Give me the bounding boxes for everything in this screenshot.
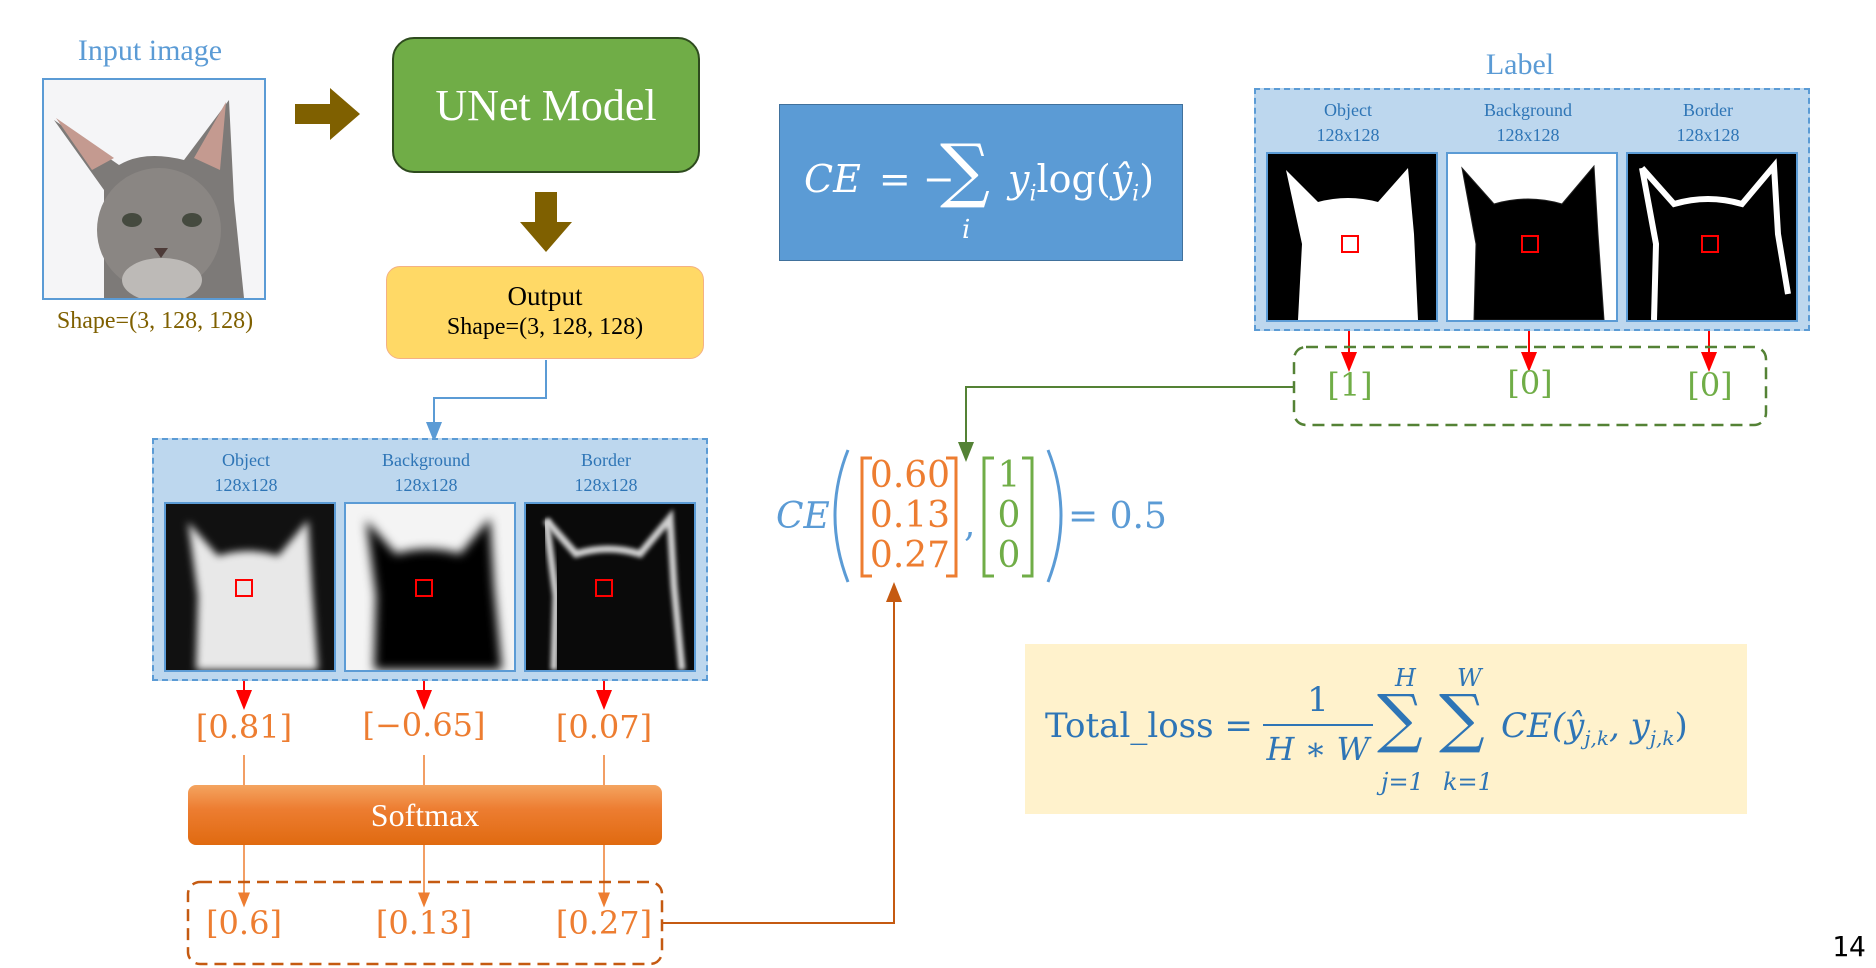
ce-example-comma: , (964, 504, 976, 545)
input-cat-image (42, 78, 266, 300)
ce-pred-2: 0.27 (869, 535, 951, 576)
pred-channel-object-size: 128x128 (214, 475, 278, 495)
ce-formula-yhat: ŷ (1110, 157, 1133, 201)
ce-formula-y-sub: i (1029, 181, 1037, 207)
output-shape: Shape=(3, 128, 128) (446, 314, 644, 340)
prob-object: [0.6] (206, 904, 282, 942)
page-number: 14 (1832, 930, 1866, 963)
pred-object-map (164, 502, 336, 672)
ce-target-2: 0 (997, 535, 1021, 576)
label-channel-border-size: 128x128 (1676, 125, 1740, 145)
pred-channel-border-size: 128x128 (574, 475, 638, 495)
ce-example-pred-vector: 0.60 0.13 0.27 (868, 456, 952, 576)
label-panel: Object 128x128 Background 128x128 Border… (1254, 88, 1810, 331)
sum2-bot: k=1 (1443, 768, 1493, 796)
pred-right-bracket (946, 456, 958, 578)
total-loss-rhs-sub1: j,k (1584, 725, 1609, 750)
total-loss-box: Total_loss = 1 H ∗ W H ∑ j=1 W ∑ k=1 CE(… (1025, 644, 1747, 814)
label-value-border: [0] (1687, 366, 1733, 404)
label-background-mask (1446, 152, 1618, 322)
logit-border: [0.07] (555, 708, 653, 746)
total-loss-rhs-close: ) (1674, 706, 1688, 746)
ce-pred-0: 0.60 (869, 455, 951, 496)
total-loss-lhs: Total_loss = (1045, 706, 1253, 746)
pred-channel-object-name: Object (222, 450, 270, 470)
output-box: Output Shape=(3, 128, 128) (386, 266, 704, 359)
total-loss-rhs: CE(ŷ (1501, 706, 1585, 746)
sum1-sigma: ∑ (1377, 682, 1423, 756)
ce-formula-close: ) (1139, 157, 1155, 201)
sum2-top: W (1457, 664, 1482, 692)
pred-channel-background-size: 128x128 (394, 475, 458, 495)
prob-background: [0.13] (375, 904, 473, 942)
sum2-sigma: ∑ (1439, 682, 1485, 756)
label-object-mask (1266, 152, 1438, 322)
arrow-label-to-ce (958, 386, 1294, 462)
ce-target-1: 0 (997, 495, 1021, 536)
label-channel-object-size: 128x128 (1316, 125, 1380, 145)
total-loss-den: H ∗ W (1266, 730, 1370, 768)
label-panel-title: Label (1485, 48, 1555, 81)
target-right-bracket (1022, 456, 1034, 578)
ce-left-paren (833, 449, 850, 583)
arrow-model-to-output (520, 192, 572, 252)
prob-border: [0.27] (555, 904, 653, 942)
pred-channel-background-name: Background (382, 450, 470, 470)
prediction-panel: Object 128x128 Background 128x128 Border… (152, 438, 708, 681)
pred-channel-border-name: Border (581, 450, 631, 470)
ce-right-paren (1046, 449, 1063, 583)
sum1-top: H (1395, 664, 1416, 692)
ce-formula-y: y (1008, 157, 1030, 201)
label-channel-background-name: Background (1484, 100, 1572, 120)
label-channel-background-size: 128x128 (1496, 125, 1560, 145)
total-loss-rhs-sub2: j,k (1649, 725, 1675, 750)
arrow-probs-to-ce (662, 582, 902, 924)
pred-left-bracket (860, 456, 872, 578)
total-loss-num: 1 (1307, 680, 1329, 720)
ce-example-target-vector: 1 0 0 (990, 456, 1028, 576)
arrow-output-to-pred (426, 360, 547, 442)
logit-background: [−0.65] (362, 706, 486, 744)
label-value-background: [0] (1507, 364, 1553, 402)
logit-object: [0.81] (195, 708, 293, 746)
input-image-title: Input image (77, 34, 223, 67)
label-channel-border-name: Border (1683, 100, 1733, 120)
softmax-bar: Softmax (188, 785, 662, 845)
ce-formula-eq: = − (878, 157, 955, 201)
label-value-object: [1] (1327, 366, 1373, 404)
ce-pred-1: 0.13 (869, 495, 951, 536)
ce-formula-log: log( (1036, 157, 1111, 201)
sum1-bot: j=1 (1381, 768, 1424, 796)
target-left-bracket (982, 456, 994, 578)
label-border-mask (1626, 152, 1798, 322)
pred-border-map (524, 502, 696, 672)
softmax-label: Softmax (370, 796, 480, 833)
unet-model-box: UNet Model (392, 37, 700, 173)
ce-formula-yhat-sub: i (1132, 181, 1140, 207)
ce-formula-sub: i (962, 215, 971, 245)
ce-target-0: 1 (997, 455, 1021, 496)
pred-background-map (344, 502, 516, 672)
total-loss-rhs-mid: , y (1609, 706, 1650, 746)
ce-example-fn: CE (776, 496, 830, 537)
arrow-input-to-model (295, 88, 360, 140)
ce-example-result: = 0.5 (1068, 496, 1167, 537)
ce-formula-sigma: ∑ (940, 129, 990, 211)
unet-model-label: UNet Model (435, 80, 657, 130)
output-title: Output (507, 281, 583, 311)
ce-formula-box: CE = − ∑ i yilog(ŷi) (779, 104, 1183, 261)
ce-formula-lhs: CE (804, 157, 861, 201)
input-shape-label: Shape=(3, 128, 128) (56, 308, 254, 334)
label-channel-object-name: Object (1324, 100, 1372, 120)
